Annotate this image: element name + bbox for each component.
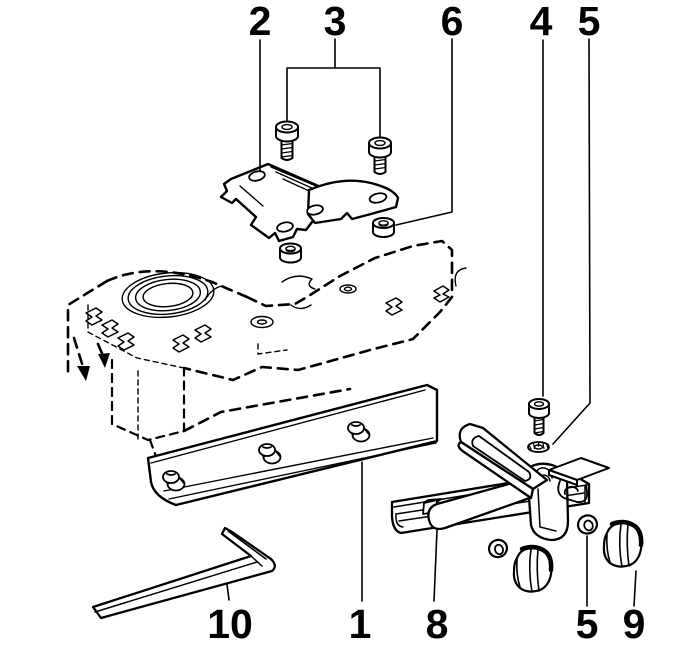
part-clamp-screw <box>528 398 550 436</box>
machine-clip-details <box>85 285 450 353</box>
callout-1-number: 1 <box>349 601 372 647</box>
callout-5b-number: 5 <box>576 601 599 647</box>
machine-bottom-edge <box>182 387 352 433</box>
callout-5a-number: 5 <box>578 0 601 44</box>
clamp-arm-side <box>457 440 535 500</box>
part-screw-left <box>275 120 299 161</box>
part-ring-washer-labeled <box>576 514 599 535</box>
part-knob-second <box>512 544 554 593</box>
callout-8-number: 8 <box>426 601 449 647</box>
part-bracket-plate <box>219 162 400 243</box>
machine-arm-details <box>204 267 467 329</box>
callout-2-number: 2 <box>249 0 272 44</box>
callout-9-number: 9 <box>623 601 646 647</box>
machine-box-top-face <box>87 304 185 369</box>
machine-arm-outline <box>182 239 454 382</box>
rail-plate-outline <box>146 383 439 507</box>
bracket-plate-outline <box>219 162 366 243</box>
callout-3-leader-line <box>286 38 381 138</box>
clamp-slot <box>471 435 532 482</box>
callout-4-number: 4 <box>530 0 553 44</box>
bracket-fan-wing <box>306 179 400 225</box>
rail-plate-studs <box>162 421 371 492</box>
part-screw-right <box>368 136 392 175</box>
callout-6-leader-line <box>395 38 453 226</box>
machine-arrowhead <box>77 366 90 381</box>
part-serrated-washer <box>527 441 550 453</box>
callout-9-leader-line <box>633 570 637 607</box>
part-ring-washer-second <box>487 538 509 559</box>
callout-10-number: 10 <box>207 601 253 647</box>
part-spacer-second <box>279 242 302 264</box>
bracket-holes <box>248 170 388 233</box>
part-knob-labeled <box>602 519 644 568</box>
machine-cylinder-rings <box>121 271 215 319</box>
machine-arrow-line-2 <box>96 342 106 360</box>
part-rail-plate <box>146 383 439 507</box>
callout-3-number: 3 <box>324 0 347 44</box>
part-hex-key <box>91 526 276 620</box>
part-clamp <box>427 422 570 542</box>
part-spacer-labeled <box>372 217 395 238</box>
machine-box-outline <box>110 358 186 442</box>
callout-8-leader-line <box>433 529 438 602</box>
machine-arrow-line <box>72 336 86 372</box>
machine-arrowhead-2 <box>98 353 110 368</box>
callout-10-leader-line <box>226 583 230 601</box>
machine-arm-notch <box>257 343 288 355</box>
part-side-plate <box>548 457 610 503</box>
callout-5a-leader-line <box>552 38 591 445</box>
callout-6-number: 6 <box>441 0 464 44</box>
clamp-lower-arm <box>427 475 543 531</box>
machine-left-edge <box>66 279 109 374</box>
